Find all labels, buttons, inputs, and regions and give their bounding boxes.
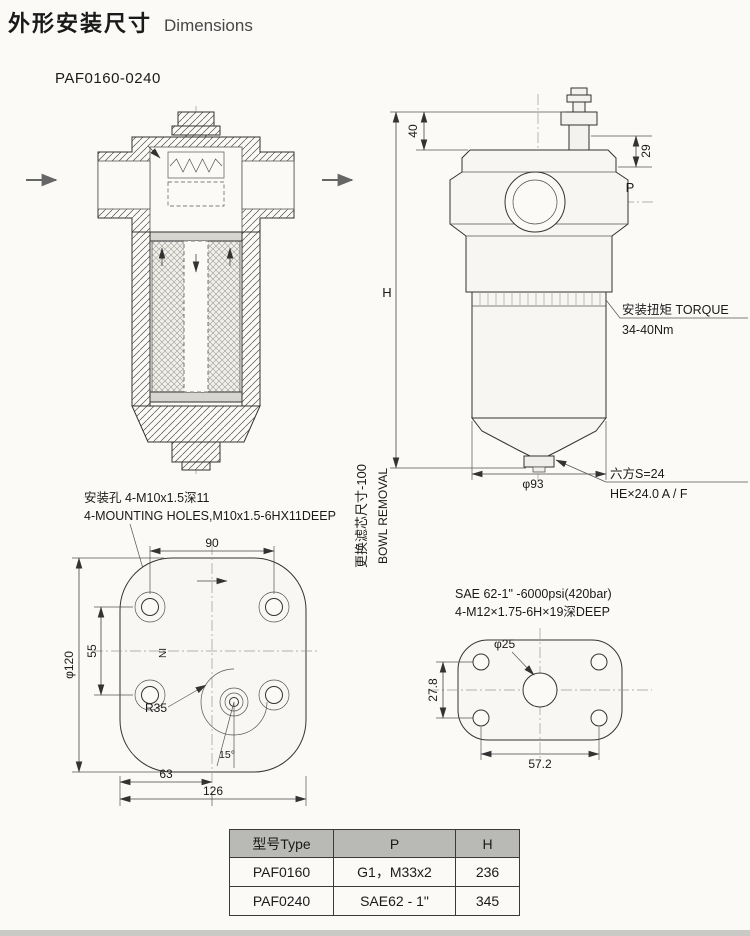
bowl-removal-note-en: BOWL REMOVAL <box>376 468 390 564</box>
torque-value: 34-40Nm <box>622 323 673 337</box>
cell-type: PAF0240 <box>229 886 334 916</box>
hex-note-sub: HE×24.0 A / F <box>610 487 688 501</box>
col-header-h: H <box>455 829 520 858</box>
dim-label-P: P <box>626 180 635 195</box>
dim-label-57-2: 57.2 <box>528 757 552 771</box>
dim-label-d25: φ25 <box>494 637 515 651</box>
table-header-row: 型号Type P H <box>229 829 520 858</box>
dim-label-63: 63 <box>159 767 173 781</box>
dim-label-R35: R35 <box>145 701 167 715</box>
bolt-hole <box>590 709 608 727</box>
sae-note-line1: SAE 62-1" -6000psi(420bar) <box>455 587 612 601</box>
dim-label-H: H <box>382 285 391 300</box>
mounting-holes-note-zh: 安装孔 4-M10x1.5深11 <box>84 490 210 505</box>
external-view: 40 H 29 P φ93 安装扭矩 TORQUE 34-40Nm 六方S=24… <box>354 87 748 568</box>
bolt-hole <box>590 653 608 671</box>
cell-type: PAF0160 <box>229 857 334 887</box>
bolt-hole <box>472 709 490 727</box>
scan-edge <box>0 930 750 936</box>
sae-note-line2: 4-M12×1.75-6H×19深DEEP <box>455 605 610 619</box>
dim-label-126: 126 <box>203 784 223 798</box>
torque-note: 安装扭矩 TORQUE <box>622 302 729 317</box>
dim-label-d120: φ120 <box>62 651 76 679</box>
dimension-table: 型号Type P H PAF0160 G1，M33x2 236 PAF0240 … <box>229 829 520 916</box>
dim-label-d93: φ93 <box>522 477 543 491</box>
dim-label-15deg: 15° <box>219 749 235 761</box>
dim-label-40: 40 <box>406 124 420 138</box>
bottom-hex <box>523 455 555 468</box>
col-header-type: 型号Type <box>229 829 334 858</box>
mounting-hole <box>141 686 159 704</box>
sae-bore <box>522 672 558 708</box>
bowl-removal-note-zh: 更换滤芯尺寸-100 <box>354 464 369 568</box>
sae-flange-view: SAE 62-1" -6000psi(420bar) 4-M12×1.75-6H… <box>426 587 652 771</box>
section-view <box>26 106 354 474</box>
casting-mark: NI <box>158 648 169 658</box>
dim-label-27-8: 27.8 <box>426 678 440 702</box>
table-row: PAF0240 SAE62 - 1" 345 <box>229 886 520 916</box>
mounting-hole <box>141 598 159 616</box>
cell-h: 345 <box>455 886 520 916</box>
cell-h: 236 <box>455 857 520 887</box>
inlet-port <box>504 171 566 233</box>
dim-label-29: 29 <box>639 144 653 158</box>
dim-label-90: 90 <box>205 536 219 550</box>
bolt-hole <box>472 653 490 671</box>
hex-note: 六方S=24 <box>610 466 665 481</box>
page-header: 外形安装尺寸 Dimensions <box>8 6 253 38</box>
dim-label-55: 55 <box>85 644 99 658</box>
cell-p: G1，M33x2 <box>333 857 456 887</box>
model-code: PAF0160-0240 <box>55 70 161 87</box>
mounting-holes-note-en: 4-MOUNTING HOLES,M10x1.5-6HX11DEEP <box>84 509 336 523</box>
table-row: PAF0160 G1，M33x2 236 <box>229 857 520 887</box>
cell-p: SAE62 - 1" <box>333 886 456 916</box>
page-title-en: Dimensions <box>164 16 253 35</box>
bottom-view: 安装孔 4-M10x1.5深11 4-MOUNTING HOLES,M10x1.… <box>62 490 336 806</box>
flange-outline <box>119 557 307 773</box>
mounting-hole <box>265 686 283 704</box>
technical-drawing: 40 H 29 P φ93 安装扭矩 TORQUE 34-40Nm 六方S=24… <box>26 87 748 806</box>
col-header-p: P <box>333 829 456 858</box>
page-title: 外形安装尺寸 <box>8 11 153 36</box>
mounting-hole <box>265 598 283 616</box>
